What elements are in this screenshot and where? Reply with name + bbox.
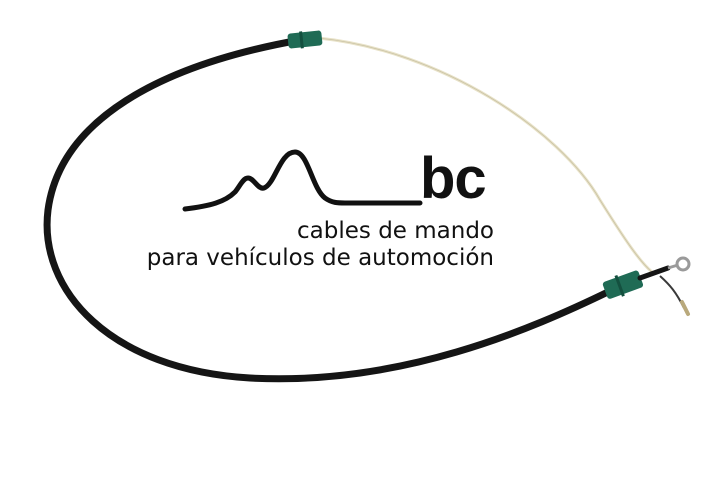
top-ferrule: [287, 30, 323, 49]
tagline-line-2: para vehículos de automoción: [146, 245, 494, 271]
end-ferrule: [602, 270, 644, 299]
end-fitting: [637, 265, 671, 281]
eyelet-end: [675, 256, 691, 272]
brand-letters: bc: [420, 146, 487, 211]
cable-sheath: [43, 36, 616, 383]
tagline-line-1: cables de mando: [297, 218, 494, 244]
mountain-line-logo-icon: [182, 149, 423, 212]
